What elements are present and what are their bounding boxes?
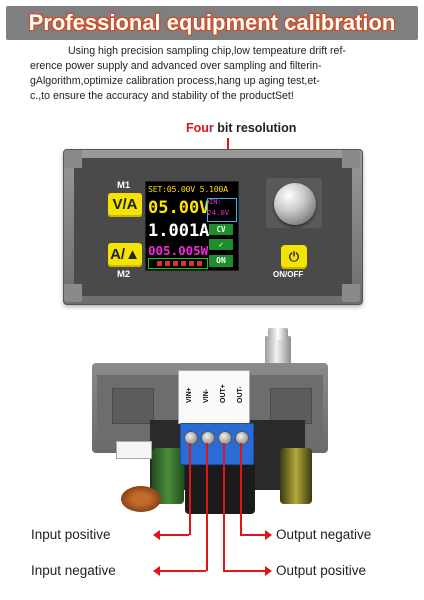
pointer-line-input-negative: [158, 570, 206, 572]
cooling-fan: [185, 462, 255, 514]
pointer-line-vin-plus: [189, 443, 191, 535]
pointer-line-vin-minus: [206, 443, 208, 571]
pointer-line-input-positive: [158, 534, 189, 536]
input-voltage-label: IN:: [209, 198, 222, 206]
power-icon[interactable]: ⏻: [281, 245, 307, 269]
description-line: erence power supply and advanced over sa…: [30, 60, 322, 72]
load-bar-segment: [173, 261, 178, 266]
arrow-icon: [153, 566, 160, 576]
pointer-line-out-plus: [223, 443, 225, 571]
pointer-line-output-negative: [240, 534, 266, 536]
inductor-coil: [121, 486, 161, 512]
set-readout: SET:05.00V 5.100A: [148, 184, 228, 194]
load-bar-segment: [165, 261, 170, 266]
arrow-icon: [153, 530, 160, 540]
capacitor: [280, 448, 312, 504]
voltage-readout: 05.00V: [148, 198, 210, 218]
check-icon: ✓: [209, 239, 233, 250]
label-output-negative: Output negative: [276, 527, 372, 542]
pin-label-vin-plus: VIN+: [186, 387, 193, 403]
pin-label-out-minus: OUT-: [237, 386, 244, 403]
load-bar: [148, 258, 208, 269]
label-output-positive: Output positive: [276, 563, 367, 578]
m2-label: M2: [117, 269, 131, 280]
terminal-screw[interactable]: [201, 431, 215, 445]
va-button[interactable]: V/A: [108, 193, 142, 217]
load-bar-segment: [181, 261, 186, 266]
load-bar-segment: [189, 261, 194, 266]
pin-label-strip: [178, 370, 250, 424]
power-button-label: ON/OFF: [273, 270, 304, 279]
encoder-shaft: [265, 336, 291, 364]
encoder-shaft-top: [268, 328, 288, 340]
label-input-negative: Input negative: [31, 563, 116, 578]
description-line: gAlgorithm,optimize calibration process,…: [30, 75, 320, 87]
output-on-badge: ON: [209, 255, 233, 267]
description-line: c.,to ensure the accuracy and stability …: [30, 90, 294, 102]
cv-mode-badge: CV: [209, 224, 233, 235]
resolution-text: bit resolution: [213, 121, 297, 135]
description-paragraph: Using high precision sampling chip,low t…: [30, 44, 400, 104]
pin-label-vin-minus: VIN-: [203, 389, 210, 403]
header-banner: Professional equipment calibration: [6, 6, 418, 40]
panel-corner: [342, 150, 360, 168]
label-input-positive: Input positive: [31, 527, 111, 542]
arrow-icon: [265, 566, 272, 576]
rotary-encoder-knob[interactable]: [274, 183, 316, 225]
mount-slot: [270, 388, 312, 424]
load-bar-segment: [157, 261, 162, 266]
a-up-button[interactable]: A/▲: [108, 243, 142, 267]
input-voltage-value: 24.0V: [207, 208, 230, 217]
lcd-screen: SET:05.00V 5.100A 05.00V 1.001A 005.005W…: [145, 181, 239, 271]
input-voltage-box: [207, 198, 237, 222]
m1-label: M1: [117, 180, 131, 191]
terminal-screw[interactable]: [235, 431, 249, 445]
current-readout: 1.001A: [148, 221, 210, 241]
arrow-icon: [265, 530, 272, 540]
power-readout: 005.005W: [148, 243, 209, 258]
fan-connector: [116, 441, 152, 459]
load-bar-segment: [197, 261, 202, 266]
pointer-line-out-minus: [240, 443, 242, 535]
resolution-highlight: Four: [186, 121, 214, 135]
panel-corner: [64, 150, 82, 168]
resolution-callout: Four bit resolution: [186, 121, 296, 135]
terminal-screw[interactable]: [184, 431, 198, 445]
mount-slot: [112, 388, 154, 424]
banner-title: Professional equipment calibration: [28, 10, 396, 35]
terminal-screw[interactable]: [218, 431, 232, 445]
panel-corner: [342, 284, 360, 302]
panel-corner: [64, 284, 82, 302]
description-line: Using high precision sampling chip,low t…: [68, 45, 346, 57]
pin-label-out-plus: OUT+: [220, 384, 227, 403]
pointer-line-output-positive: [223, 570, 266, 572]
